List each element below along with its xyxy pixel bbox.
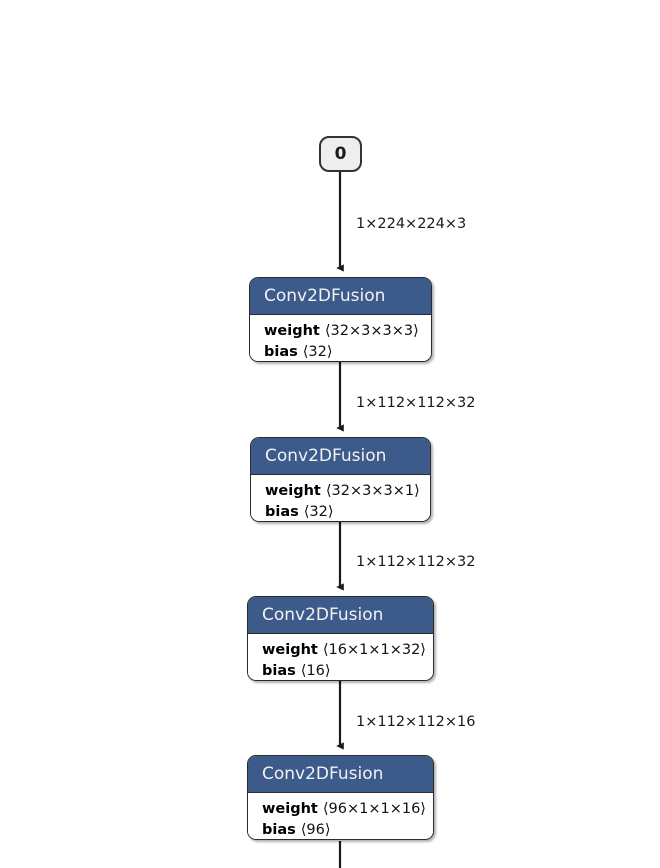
node-3-attributes: weight⟨16×1×1×32⟩ bias⟨16⟩ xyxy=(248,634,433,680)
node-2-attr-bias: bias⟨32⟩ xyxy=(265,502,430,521)
node-2-type-header: Conv2DFusion xyxy=(251,438,430,475)
node-4-attr-weight-value: ⟨96×1×1×16⟩ xyxy=(322,801,426,817)
node-4-attr-bias-key: bias xyxy=(262,822,296,838)
node-1-attr-bias-key: bias xyxy=(264,344,298,360)
node-conv2dfusion-2[interactable]: Conv2DFusion weight⟨32×3×3×1⟩ bias⟨32⟩ xyxy=(250,437,431,522)
node-conv2dfusion-4[interactable]: Conv2DFusion weight⟨96×1×1×16⟩ bias⟨96⟩ xyxy=(247,755,434,840)
node-1-attr-weight: weight⟨32×3×3×3⟩ xyxy=(264,321,431,342)
node-4-attr-weight: weight⟨96×1×1×16⟩ xyxy=(262,799,433,820)
node-4-attr-bias: bias⟨96⟩ xyxy=(262,820,433,839)
node-2-attr-bias-key: bias xyxy=(265,504,299,520)
node-1-attr-weight-value: ⟨32×3×3×3⟩ xyxy=(324,323,419,339)
node-3-attr-weight: weight⟨16×1×1×32⟩ xyxy=(262,640,433,661)
node-1-type-header: Conv2DFusion xyxy=(250,278,431,315)
node-3-attr-bias-value: ⟨16⟩ xyxy=(300,663,331,679)
node-3-type-header: Conv2DFusion xyxy=(248,597,433,634)
node-1-attr-bias-value: ⟨32⟩ xyxy=(302,344,333,360)
input-node-label: 0 xyxy=(334,144,347,164)
node-2-attr-weight: weight⟨32×3×3×1⟩ xyxy=(265,481,430,502)
node-1-attr-weight-key: weight xyxy=(264,323,320,339)
graph-input-node[interactable]: 0 xyxy=(319,136,362,172)
node-conv2dfusion-1[interactable]: Conv2DFusion weight⟨32×3×3×3⟩ bias⟨32⟩ xyxy=(249,277,432,362)
node-1-attr-bias: bias⟨32⟩ xyxy=(264,342,431,361)
node-4-attr-bias-value: ⟨96⟩ xyxy=(300,822,331,838)
node-conv2dfusion-3[interactable]: Conv2DFusion weight⟨16×1×1×32⟩ bias⟨16⟩ xyxy=(247,596,434,681)
node-3-attr-bias-key: bias xyxy=(262,663,296,679)
node-3-attr-bias: bias⟨16⟩ xyxy=(262,661,433,680)
edge-label-input-to-conv1: 1×224×224×3 xyxy=(356,216,467,232)
node-4-attributes: weight⟨96×1×1×16⟩ bias⟨96⟩ xyxy=(248,793,433,839)
node-1-attributes: weight⟨32×3×3×3⟩ bias⟨32⟩ xyxy=(250,315,431,361)
node-2-attr-weight-value: ⟨32×3×3×1⟩ xyxy=(325,483,420,499)
edge-label-conv3-to-conv4: 1×112×112×16 xyxy=(356,714,476,730)
edge-label-conv2-to-conv3: 1×112×112×32 xyxy=(356,554,476,570)
node-3-attr-weight-value: ⟨16×1×1×32⟩ xyxy=(322,642,426,658)
node-4-attr-weight-key: weight xyxy=(262,801,318,817)
edge-label-conv1-to-conv2: 1×112×112×32 xyxy=(356,395,476,411)
node-4-type-header: Conv2DFusion xyxy=(248,756,433,793)
node-2-attr-weight-key: weight xyxy=(265,483,321,499)
node-2-attr-bias-value: ⟨32⟩ xyxy=(303,504,334,520)
node-2-attributes: weight⟨32×3×3×1⟩ bias⟨32⟩ xyxy=(251,475,430,521)
node-3-attr-weight-key: weight xyxy=(262,642,318,658)
